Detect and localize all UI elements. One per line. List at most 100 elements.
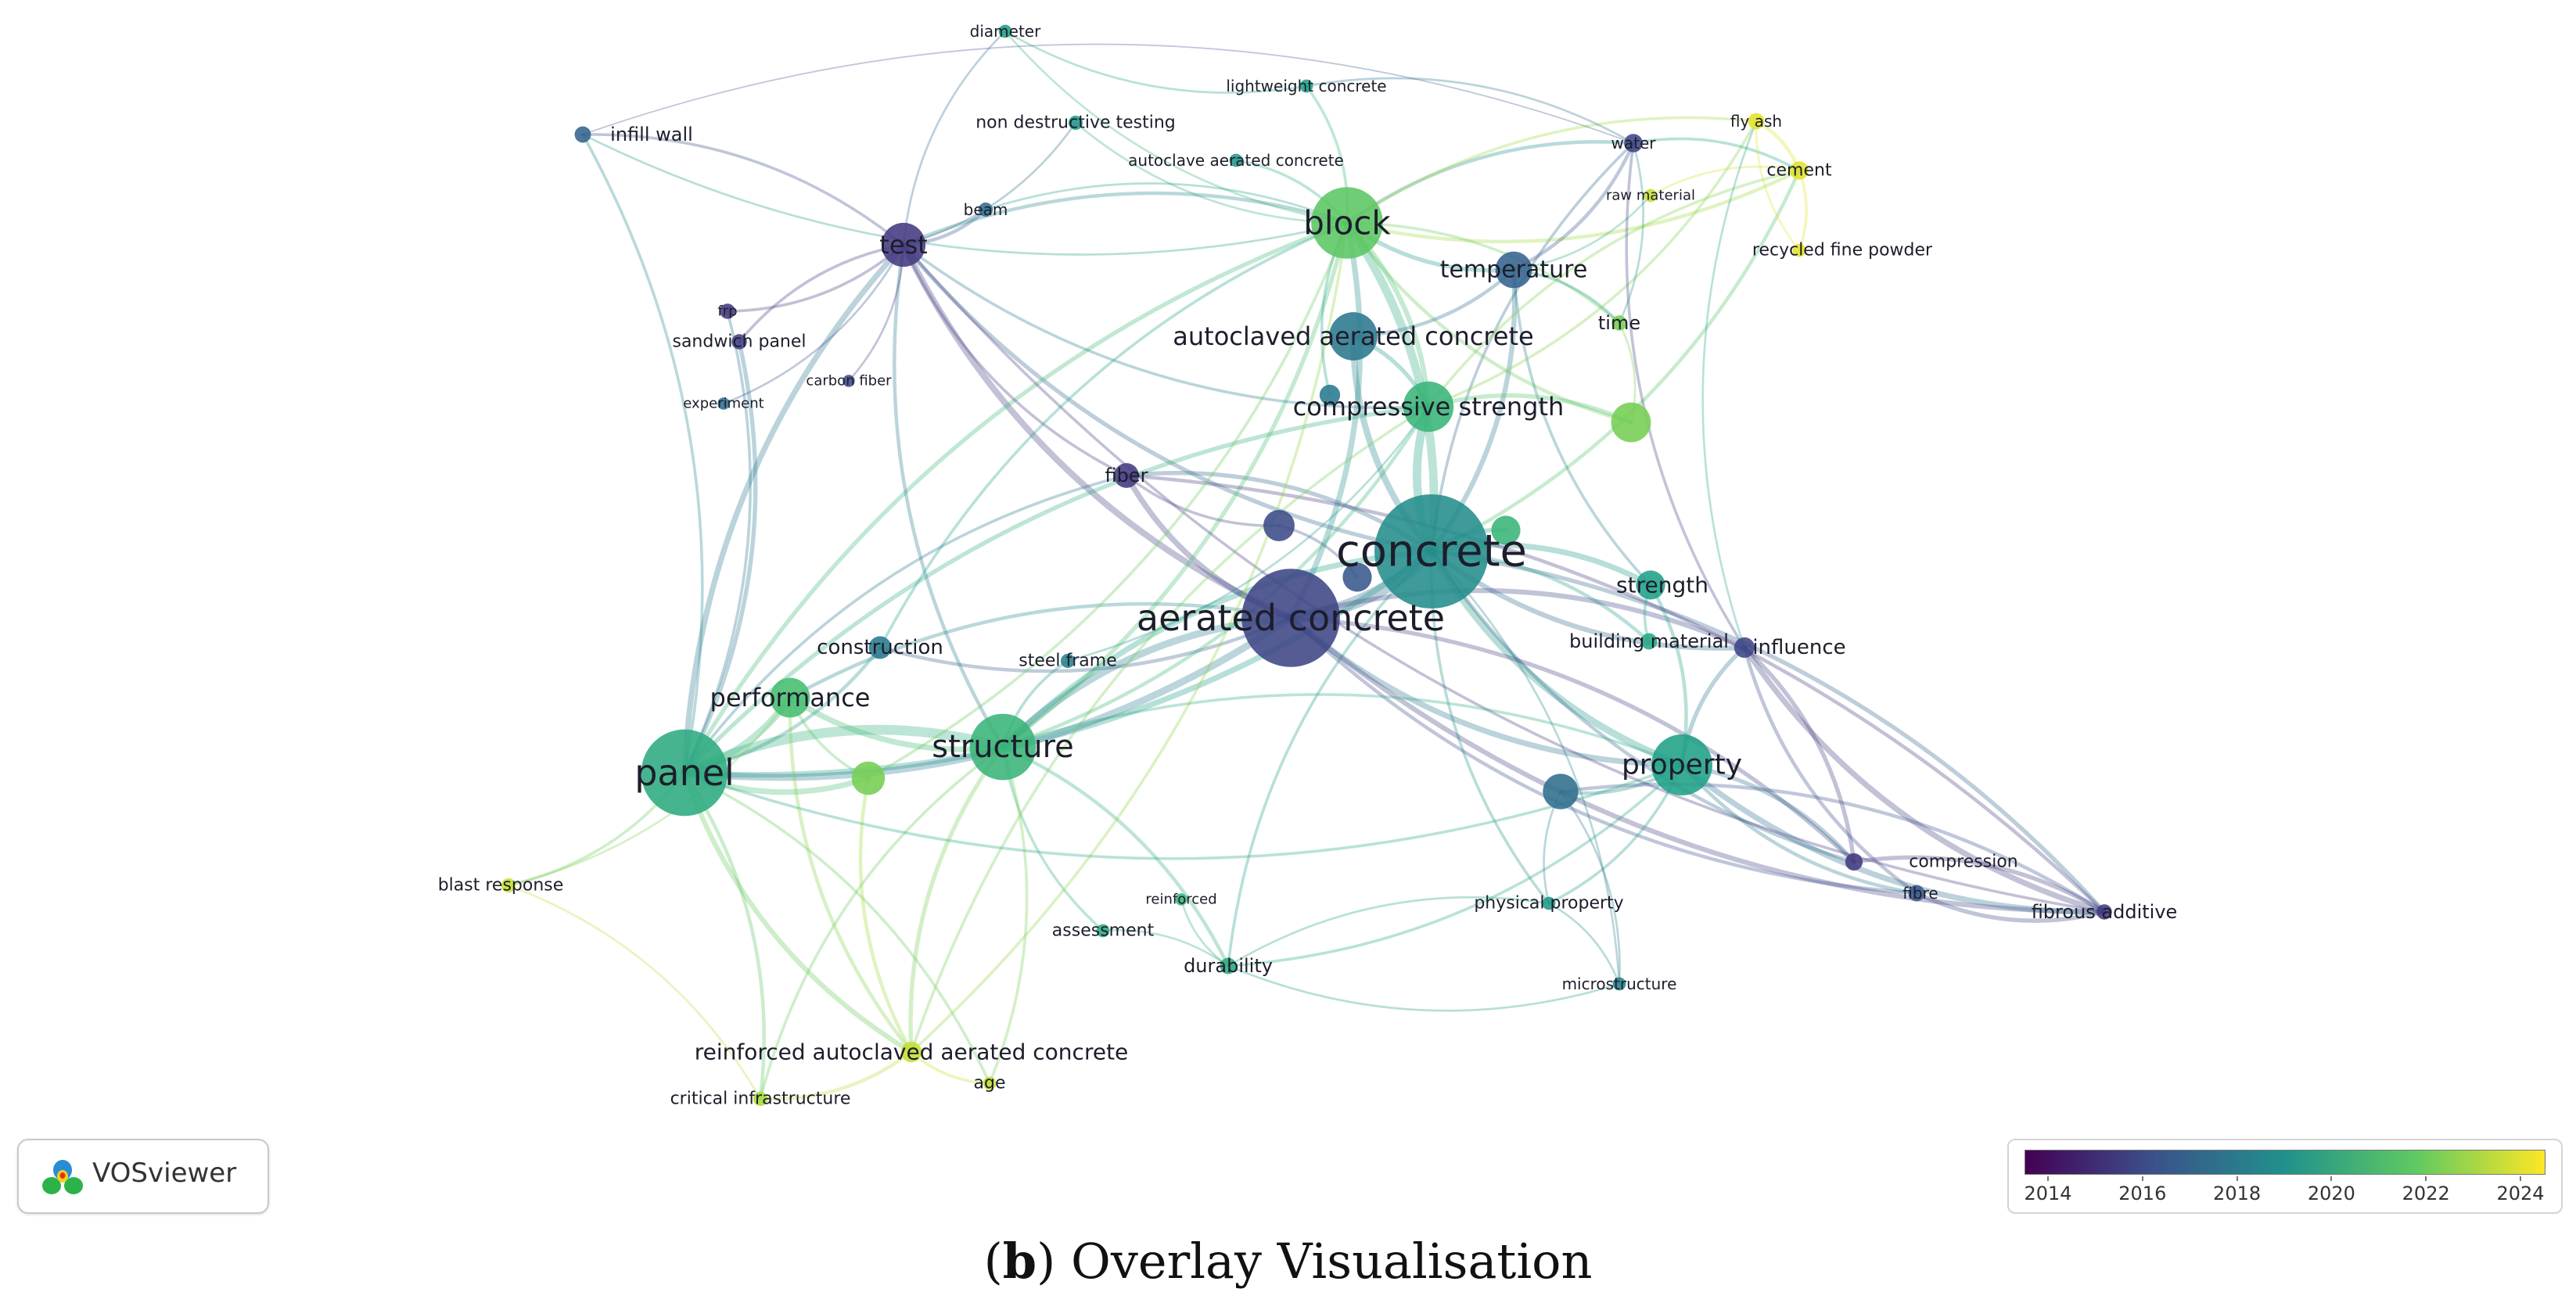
node-structure[interactable] — [969, 713, 1037, 781]
label-panel[interactable]: panel — [634, 752, 735, 794]
node-panel[interactable] — [641, 729, 728, 817]
node-test[interactable] — [881, 222, 926, 267]
label-aerated-concrete[interactable]: aerated concrete — [1137, 597, 1445, 639]
link-concrete-fibrous_additive — [1429, 549, 2107, 914]
node-reinforced-aac[interactable] — [900, 1041, 922, 1063]
label-concrete[interactable]: concrete — [1336, 526, 1527, 577]
node-microstructure[interactable] — [1612, 977, 1626, 991]
label-experiment[interactable]: experiment — [683, 396, 763, 412]
node-aerated-concrete[interactable] — [1241, 569, 1340, 667]
node-property[interactable] — [1651, 734, 1712, 795]
label-reinforced-aac[interactable]: reinforced autoclaved aerated concrete — [695, 1039, 1129, 1065]
node-strength[interactable] — [1636, 570, 1665, 600]
node-fibre[interactable] — [1908, 885, 1925, 902]
node-compressive-strength[interactable] — [1403, 381, 1454, 433]
label-durability[interactable]: durability — [1184, 955, 1273, 977]
label-influence[interactable]: influence — [1752, 636, 1845, 659]
label-recycled-fine-powder[interactable]: recycled fine powder — [1752, 241, 1933, 260]
label-block[interactable]: block — [1303, 204, 1391, 242]
node-construction[interactable] — [868, 636, 892, 659]
label-building-material[interactable]: building material — [1569, 630, 1729, 652]
node-fibrous-additive[interactable] — [2096, 904, 2112, 920]
label-raw-material[interactable]: raw material — [1606, 188, 1695, 204]
node-autoclaved-aerated-concrete[interactable] — [1329, 312, 1378, 361]
label-critical-infrastructure[interactable]: critical infrastructure — [670, 1089, 851, 1109]
node-physical-property[interactable] — [1542, 896, 1556, 910]
node-non-destructive-testing[interactable] — [1068, 115, 1083, 131]
node-lightweight-concrete[interactable] — [1299, 79, 1313, 93]
label-performance[interactable]: performance — [710, 683, 871, 713]
node-age[interactable] — [983, 1076, 997, 1090]
node-fiber[interactable] — [1114, 463, 1139, 488]
node-node-c[interactable] — [1491, 515, 1521, 545]
label-frp[interactable]: frp — [717, 303, 737, 320]
node-frp[interactable] — [720, 303, 735, 319]
node-recycled-fine-powder[interactable] — [1792, 243, 1806, 257]
node-influence[interactable] — [1734, 637, 1755, 659]
node-experiment[interactable] — [717, 397, 730, 410]
label-autoclaved-aerated-concrete[interactable]: autoclaved aerated concrete — [1173, 321, 1533, 351]
node-infill-wall[interactable] — [574, 126, 591, 143]
node-autoclave-aerated-concrete[interactable] — [1229, 153, 1243, 167]
node-cement[interactable] — [1790, 161, 1809, 180]
label-fiber[interactable]: fiber — [1105, 465, 1148, 486]
node-diameter[interactable] — [998, 24, 1012, 38]
label-structure[interactable]: structure — [932, 729, 1074, 765]
node-node-a[interactable] — [1611, 402, 1651, 443]
node-blast-response[interactable] — [501, 878, 516, 893]
label-carbon-fiber[interactable]: carbon fiber — [806, 373, 892, 389]
node-node-b[interactable] — [1263, 510, 1295, 541]
node-node-f[interactable] — [1319, 384, 1341, 406]
label-non-destructive-testing[interactable]: non destructive testing — [975, 113, 1176, 133]
label-microstructure[interactable]: microstructure — [1562, 975, 1677, 993]
node-reinforced[interactable] — [1175, 893, 1187, 906]
node-carbon-fiber[interactable] — [842, 375, 855, 387]
node-beam[interactable] — [978, 202, 993, 217]
node-assessment[interactable] — [1096, 924, 1110, 938]
node-steel-frame[interactable] — [1060, 653, 1076, 669]
node-building-material[interactable] — [1640, 633, 1658, 650]
label-diameter[interactable]: diameter — [970, 22, 1041, 41]
node-fly-ash[interactable] — [1748, 113, 1765, 130]
label-water[interactable]: water — [1611, 134, 1657, 153]
node-time[interactable] — [1611, 315, 1627, 331]
node-block[interactable] — [1311, 187, 1383, 259]
node-critical-infrastructure[interactable] — [753, 1091, 768, 1107]
node-compression[interactable] — [1845, 853, 1863, 871]
node-concrete[interactable] — [1374, 494, 1489, 608]
node-water[interactable] — [1624, 134, 1643, 153]
label-beam[interactable]: beam — [964, 200, 1008, 219]
label-physical-property[interactable]: physical property — [1474, 894, 1623, 914]
label-blast-response[interactable]: blast response — [438, 876, 564, 896]
node-durability[interactable] — [1220, 957, 1237, 975]
node-temperature[interactable] — [1495, 251, 1532, 289]
label-autoclave-aerated-concrete[interactable]: autoclave aerated concrete — [1128, 151, 1344, 170]
label-cement[interactable]: cement — [1766, 161, 1832, 181]
label-fly-ash[interactable]: fly ash — [1730, 112, 1782, 131]
label-reinforced[interactable]: reinforced — [1145, 892, 1216, 908]
label-steel-frame[interactable]: steel frame — [1019, 652, 1117, 671]
label-compressive-strength[interactable]: compressive strength — [1293, 392, 1565, 422]
label-temperature[interactable]: temperature — [1440, 257, 1588, 284]
label-assessment[interactable]: assessment — [1052, 921, 1155, 941]
label-lightweight-concrete[interactable]: lightweight concrete — [1226, 77, 1386, 95]
label-test[interactable]: test — [879, 230, 927, 260]
node-node-e[interactable] — [851, 761, 886, 795]
label-property[interactable]: property — [1622, 749, 1742, 781]
label-construction[interactable]: construction — [817, 636, 943, 659]
link-non_destructive_testing-block — [1074, 121, 1349, 224]
vosviewer-logo[interactable]: VOSviewer — [17, 1139, 269, 1214]
node-sandwich-panel[interactable] — [731, 334, 747, 350]
label-time[interactable]: time — [1598, 312, 1640, 334]
label-age[interactable]: age — [974, 1074, 1006, 1093]
label-sandwich-panel[interactable]: sandwich panel — [672, 332, 806, 352]
node-raw-material[interactable] — [1644, 188, 1658, 203]
label-compression[interactable]: compression — [1909, 853, 2018, 872]
node-performance[interactable] — [770, 677, 810, 718]
label-fibre[interactable]: fibre — [1902, 884, 1938, 903]
node-node-d[interactable] — [1342, 562, 1372, 592]
label-fibrous-additive[interactable]: fibrous additive — [2032, 901, 2178, 923]
node-node-g[interactable] — [1543, 774, 1579, 809]
label-infill-wall[interactable]: infill wall — [610, 124, 693, 145]
label-strength[interactable]: strength — [1616, 573, 1708, 598]
